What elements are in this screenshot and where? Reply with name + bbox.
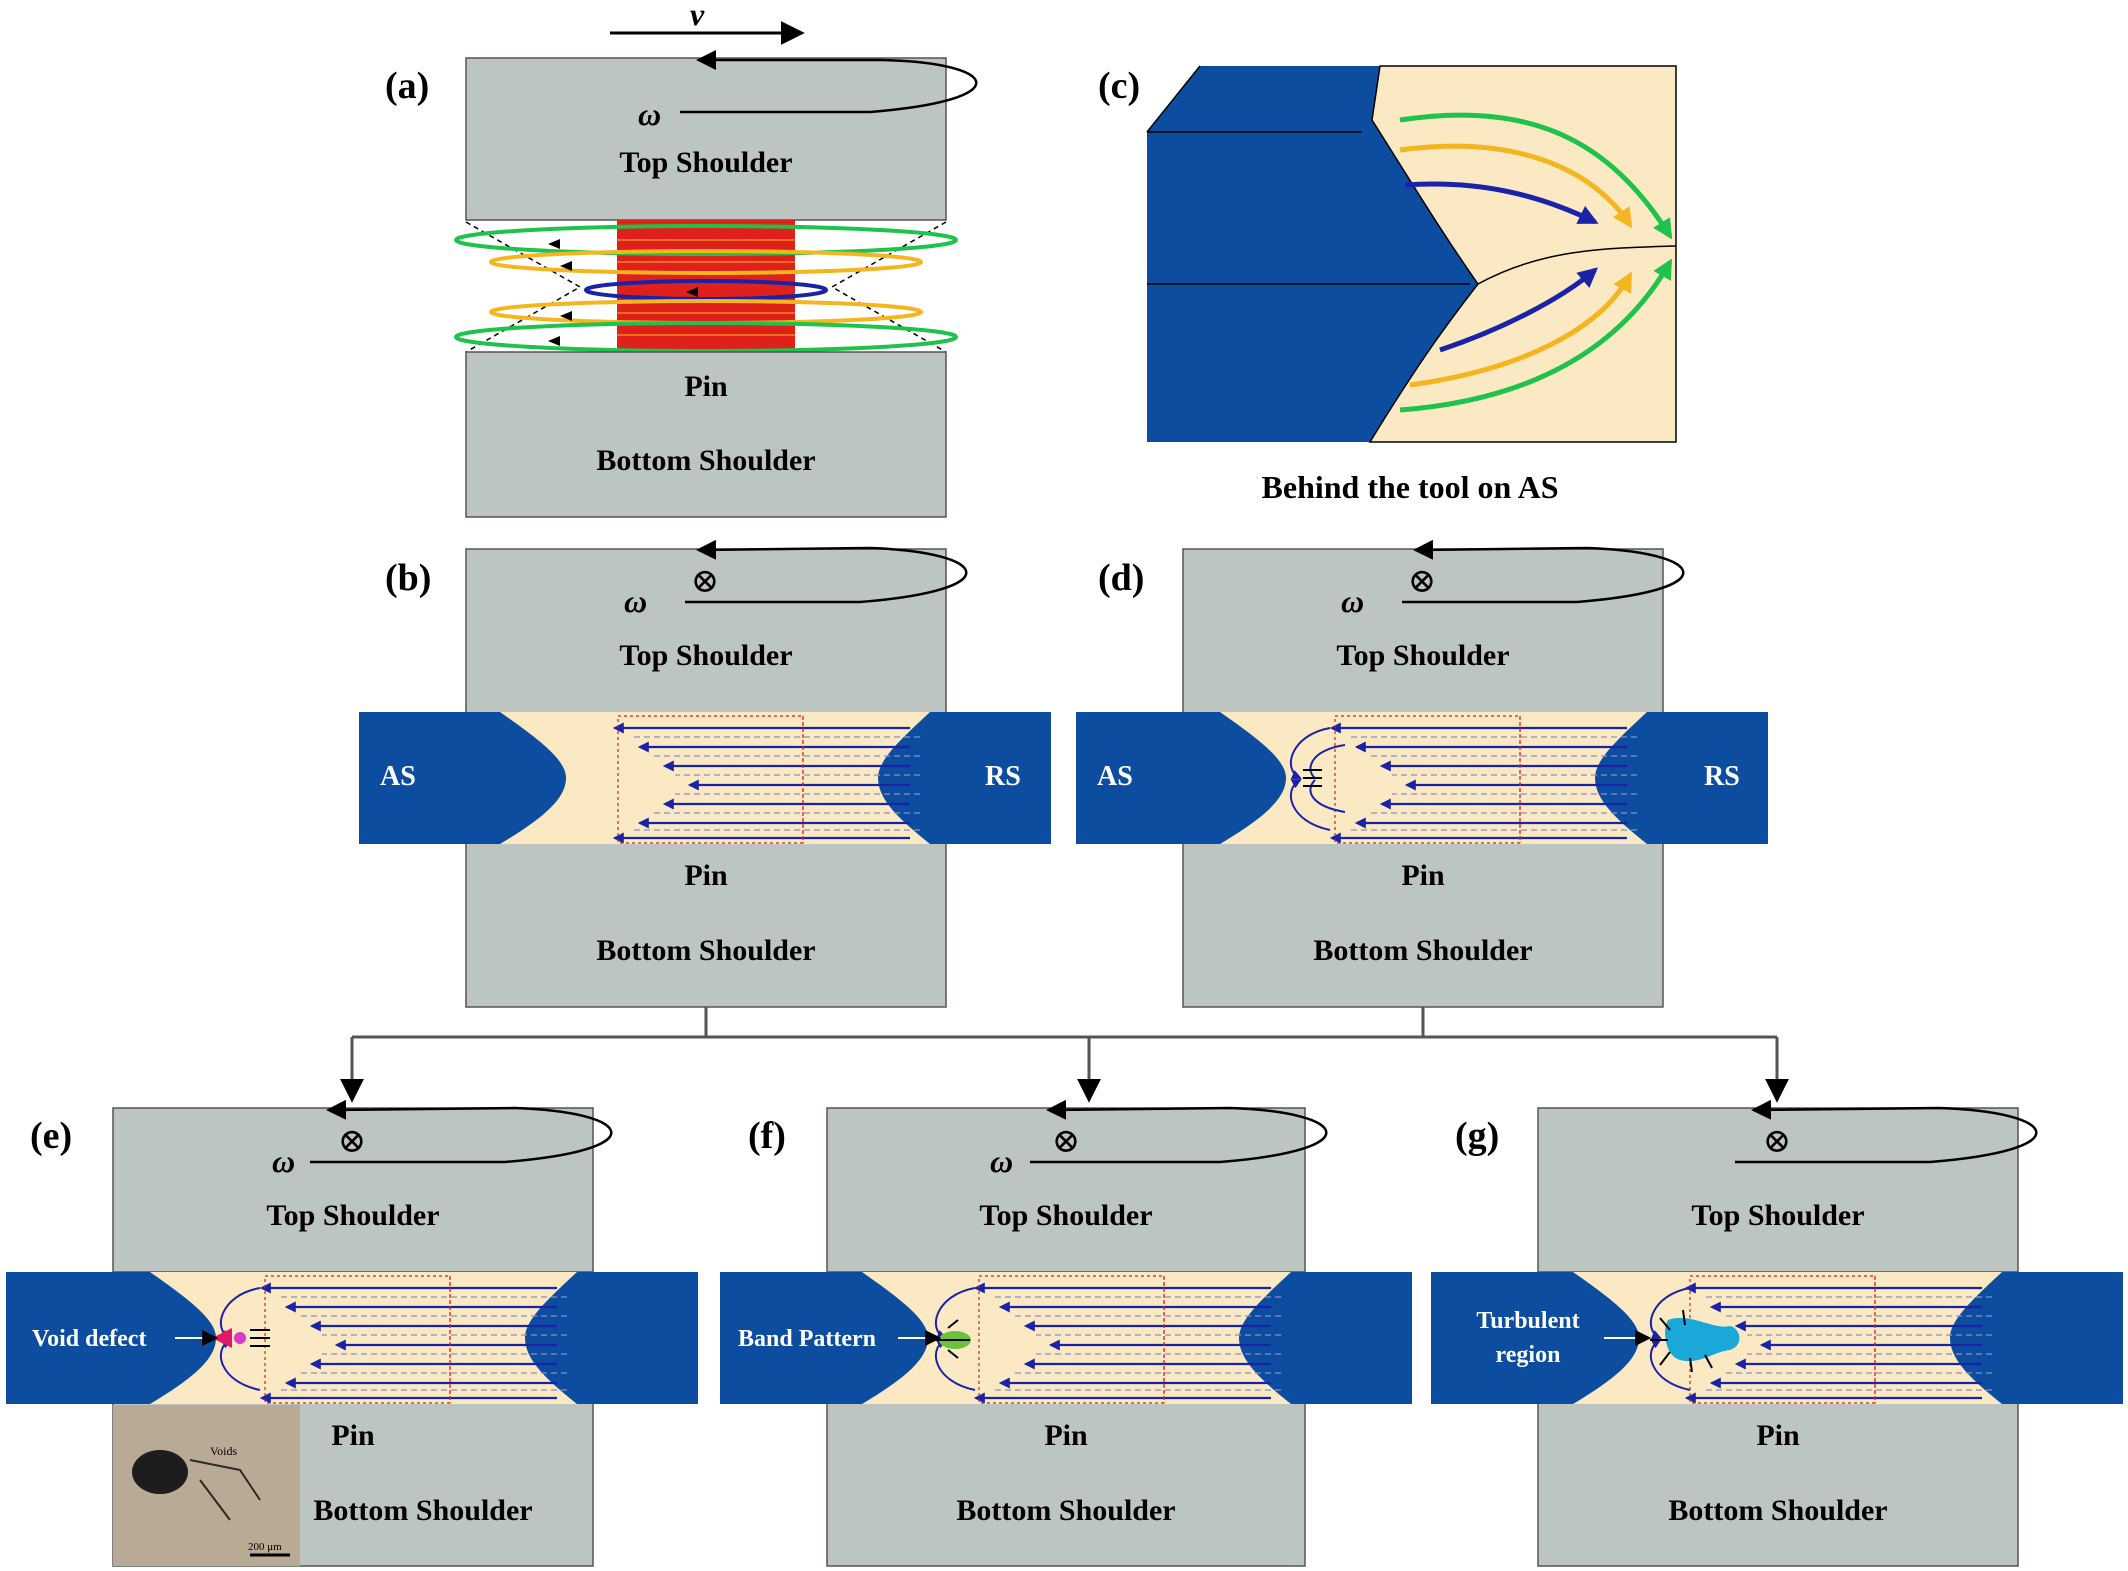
panel-e-label: (e)	[30, 1115, 72, 1157]
turbulent-label-line2: region	[1496, 1342, 1561, 1368]
branch-connector	[340, 1007, 1789, 1103]
pin-label: Pin	[1044, 1419, 1088, 1452]
top-shoulder-label: Top Shoulder	[619, 146, 792, 179]
turbulent-blob	[1665, 1317, 1740, 1362]
panel-b-label: (b)	[385, 557, 431, 599]
panel-e: (e) ω ⊗ Top Shoulder Voids 200 μm Pin Bo…	[6, 1099, 698, 1567]
void-defect-label: Void defect	[32, 1326, 146, 1352]
advancing-side-plate	[359, 712, 566, 844]
panel-g: (g) ⊗ Top Shoulder Pin Bottom Shoulder T…	[1431, 1099, 2123, 1567]
omega-label: ω	[638, 96, 661, 132]
panel-c: (c) Behind the tool on AS	[1098, 65, 1677, 505]
as-label: AS	[380, 761, 416, 792]
pin-label: Pin	[684, 859, 728, 892]
into-page-symbol: ⊗	[338, 1123, 367, 1160]
retreating-side-plate	[878, 712, 1051, 844]
band-pattern-label: Band Pattern	[738, 1326, 876, 1352]
bottom-shoulder-label: Bottom Shoulder	[956, 1494, 1175, 1527]
panel-f: (f) ω ⊗ Top Shoulder Pin Bottom Shoulder…	[720, 1099, 1412, 1567]
bottom-shoulder-block	[465, 351, 947, 518]
bottom-shoulder-label: Bottom Shoulder	[596, 444, 815, 477]
pin-body	[617, 220, 795, 355]
top-shoulder-label: Top Shoulder	[266, 1199, 439, 1232]
into-page-symbol: ⊗	[1763, 1123, 1792, 1160]
pin-label: Pin	[684, 370, 728, 403]
flow-ellipses	[454, 224, 958, 353]
behind-tool-caption: Behind the tool on AS	[1262, 469, 1559, 505]
panel-c-label: (c)	[1098, 65, 1140, 107]
rs-label: RS	[1704, 761, 1740, 792]
pin-label: Pin	[1756, 1419, 1800, 1452]
panel-d-label: (d)	[1098, 557, 1144, 599]
velocity-label: v	[690, 0, 705, 32]
bottom-shoulder-label: Bottom Shoulder	[1313, 934, 1532, 967]
rotation-arrow	[680, 50, 978, 114]
panel-d: (d) ω ⊗ Top Shoulder Pin Bottom Shoulder…	[1076, 539, 1768, 1008]
into-page-symbol: ⊗	[691, 563, 720, 600]
into-page-symbol: ⊗	[1052, 1123, 1081, 1160]
panel-g-label: (g)	[1455, 1115, 1499, 1157]
pin-label: Pin	[1401, 859, 1445, 892]
top-shoulder-label: Top Shoulder	[1691, 1199, 1864, 1232]
omega-label: ω	[990, 1143, 1013, 1179]
omega-label: ω	[272, 1143, 295, 1179]
bottom-shoulder-label: Bottom Shoulder	[313, 1494, 532, 1527]
pin-label: Pin	[331, 1419, 375, 1452]
top-shoulder-label: Top Shoulder	[979, 1199, 1152, 1232]
bottom-shoulder-label: Bottom Shoulder	[1668, 1494, 1887, 1527]
panel-f-label: (f)	[748, 1115, 786, 1157]
micrograph-voids-label: Voids	[210, 1444, 237, 1458]
micrograph-scale-label: 200 μm	[248, 1541, 282, 1553]
omega-label: ω	[1341, 583, 1364, 619]
top-shoulder-block	[465, 57, 947, 221]
rs-label: RS	[985, 761, 1021, 792]
bottom-shoulder-label: Bottom Shoulder	[596, 934, 815, 967]
top-shoulder-label: Top Shoulder	[619, 639, 792, 672]
omega-label: ω	[624, 583, 647, 619]
as-label: AS	[1097, 761, 1133, 792]
panel-a-label: (a)	[385, 65, 429, 107]
top-shoulder-label: Top Shoulder	[1336, 639, 1509, 672]
panel-a: (a) v ω Top Shoulder Pin	[385, 0, 978, 518]
panel-b: (b) ω ⊗ Top Shoulder Pin Bottom Shoulder…	[359, 539, 1051, 1008]
turbulent-label-line1: Turbulent	[1476, 1308, 1579, 1334]
into-page-symbol: ⊗	[1408, 563, 1437, 600]
